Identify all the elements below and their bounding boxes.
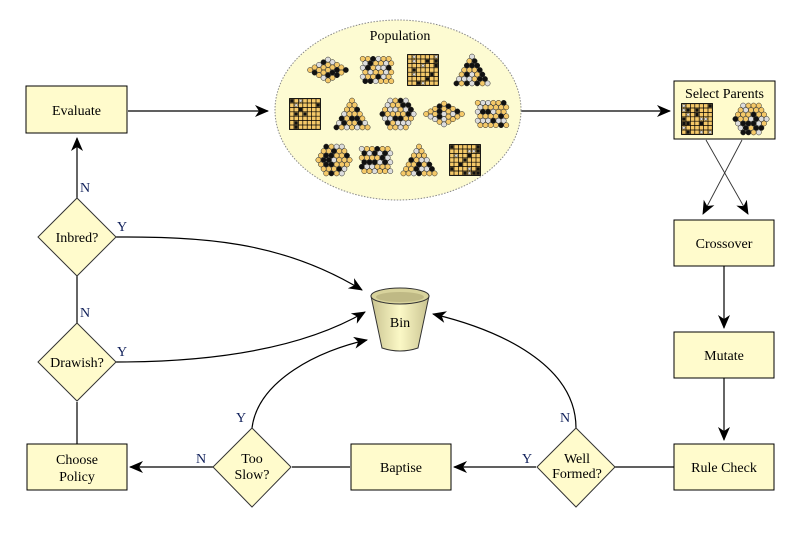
parent-board-grid (681, 103, 713, 135)
node-mutate[interactable]: Mutate (673, 331, 775, 379)
node-bin[interactable]: Bin (370, 287, 430, 352)
too-slow-line2: Slow? (235, 468, 270, 483)
population-board-triangle (453, 53, 491, 87)
population-label: Population (370, 29, 431, 44)
decision-drawish[interactable]: Drawish? (37, 322, 117, 402)
choose-policy-line2: Policy (59, 470, 95, 485)
too-slow-yes-label: Y (236, 411, 246, 426)
population-board-grid (449, 144, 481, 176)
population-board-rhombus (307, 56, 349, 84)
decision-inbred[interactable]: Inbred? (37, 197, 117, 277)
node-rule-check[interactable]: Rule Check (673, 443, 775, 491)
decision-too-slow[interactable]: Too Slow? (212, 427, 292, 508)
crossover-label: Crossover (696, 237, 753, 252)
population-boards (289, 53, 510, 177)
drawish-yes-label: Y (117, 345, 127, 360)
population-board-grid (289, 98, 321, 130)
edge-too-slow-yes-to-bin (251, 336, 368, 429)
node-crossover[interactable]: Crossover (673, 219, 775, 267)
parent-board-hexagon (732, 102, 770, 136)
mutate-label: Mutate (704, 349, 744, 364)
inbred-label: Inbred? (56, 231, 99, 246)
decision-well-formed[interactable]: Well Formed? (536, 427, 616, 508)
node-evaluate[interactable]: Evaluate (25, 85, 128, 134)
population-board-hexagon (315, 143, 353, 177)
population-board-grid (407, 54, 439, 86)
baptise-label: Baptise (380, 461, 422, 476)
node-select-parents[interactable]: Select Parents (673, 80, 776, 140)
drawish-label: Drawish? (50, 356, 104, 371)
edge-labels: N Y N Y Y N N Y (80, 181, 570, 467)
choose-policy-line1: Choose (56, 453, 98, 468)
too-slow-no-label: N (196, 452, 206, 467)
well-formed-no-label: N (560, 411, 570, 426)
bin-label: Bin (390, 316, 410, 331)
edges (71, 105, 749, 473)
population-board-rhombus (423, 100, 465, 128)
inbred-no-label: N (80, 181, 90, 196)
population-board-hexagon (379, 97, 417, 131)
population-board-triangle (400, 143, 438, 177)
well-formed-yes-label: Y (522, 452, 532, 467)
population-board-hex-square (474, 99, 510, 129)
too-slow-line1: Too (241, 452, 263, 467)
inbred-yes-label: Y (117, 220, 127, 235)
node-baptise[interactable]: Baptise (350, 443, 452, 491)
population-ellipse: Population (274, 19, 522, 201)
parent-boards (681, 102, 770, 136)
well-formed-line2: Formed? (552, 467, 602, 482)
edge-inbred-yes-to-bin (115, 236, 363, 291)
well-formed-line1: Well (564, 452, 590, 467)
population-board-triangle (333, 97, 371, 131)
node-choose-policy[interactable]: Choose Policy (26, 443, 128, 491)
edge-parent-b-to-crossover (702, 139, 743, 215)
drawish-no-label: N (80, 306, 90, 321)
bin-body (370, 295, 430, 352)
evaluate-label: Evaluate (52, 104, 101, 119)
select-parents-label: Select Parents (685, 87, 764, 102)
edge-parent-a-to-crossover (705, 139, 749, 215)
rule-check-label: Rule Check (691, 461, 757, 476)
edge-drawish-yes-to-bin (115, 311, 366, 363)
population-board-hex-square (359, 55, 395, 85)
population-board-hex-square (358, 145, 394, 175)
edge-well-formed-no-to-bin (432, 311, 577, 429)
